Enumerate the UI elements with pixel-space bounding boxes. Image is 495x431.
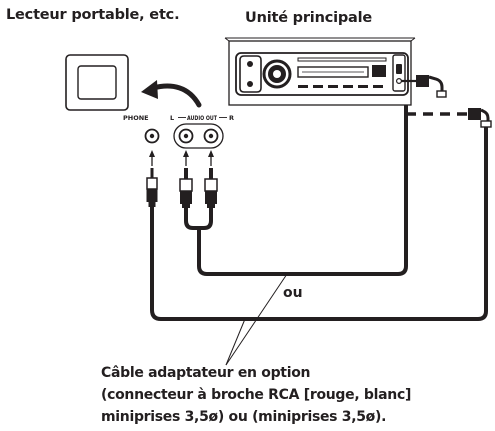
rca-plug-left: [179, 168, 193, 208]
portable-player-title: Lecteur portable, etc.: [6, 7, 180, 23]
portable-player-device: [65, 54, 129, 111]
rca-plug-right: [204, 168, 218, 208]
or-label: ou: [283, 285, 303, 301]
callout-line-b: [225, 318, 246, 366]
audio-out-l-jack: [178, 128, 194, 144]
audio-out-r-label: R: [229, 114, 234, 122]
connect-arrow-icon: [141, 80, 202, 108]
callout-line-a: [225, 273, 288, 366]
insert-arrows: [149, 150, 214, 166]
caption-line-1: Câble adaptateur en option: [101, 365, 311, 381]
caption-line-3: miniprises 3,5ø) ou (miniprises 3,5ø).: [101, 409, 387, 425]
phone-jack: [144, 128, 160, 144]
main-unit-title: Unité principale: [245, 10, 373, 26]
audio-out-l-label: L: [170, 114, 174, 122]
aux-plug-alt: [468, 108, 492, 128]
rca-adapter-cable: [197, 100, 408, 276]
mini-plug-phone: [146, 168, 158, 207]
phone-jack-label: PHONE: [123, 114, 149, 122]
aux-plug-solid: [401, 75, 447, 98]
mini-plug-cable: [150, 126, 488, 321]
audio-out-r-jack: [203, 128, 219, 144]
head-unit-device: [224, 37, 416, 106]
caption-line-2: (connecteur à broche RCA [rouge, blanc]: [101, 387, 412, 403]
audio-out-title: AUDIO OUT: [187, 114, 217, 122]
